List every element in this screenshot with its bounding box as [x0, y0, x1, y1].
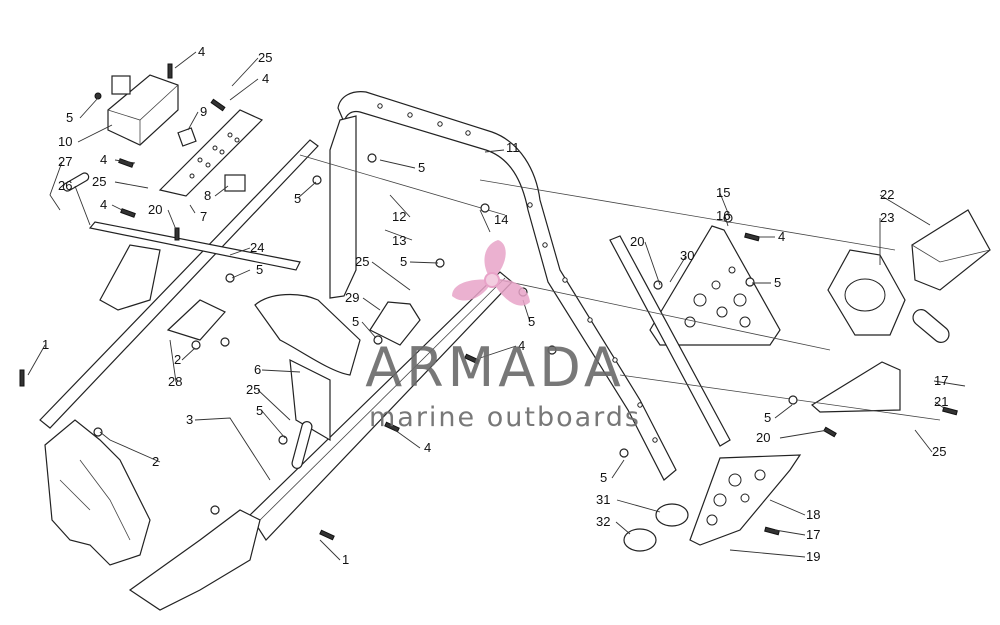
callout-label: 16 [716, 208, 730, 223]
lower-right-plate-holes [706, 469, 766, 526]
callout-label: 23 [880, 210, 894, 225]
strap-bar [609, 235, 731, 447]
callout-label: 4 [198, 44, 205, 59]
callout-label: 4 [518, 338, 525, 353]
callout-label: 4 [424, 440, 431, 455]
callout-label: 5 [256, 403, 263, 418]
callout-label: 5 [256, 262, 263, 277]
callout-label: 31 [596, 492, 610, 507]
callout-label: 5 [528, 314, 535, 329]
callout-label: 4 [778, 229, 785, 244]
bracket-29 [369, 301, 421, 346]
callout-label: 22 [880, 187, 894, 202]
callout-label: 28 [168, 374, 182, 389]
callout-label: 30 [680, 248, 694, 263]
callout-label: 21 [934, 394, 948, 409]
callout-labels: 4 25 4 5 9 10 27 4 25 26 8 4 7 20 24 5 5… [42, 44, 948, 567]
callout-label: 17 [934, 373, 948, 388]
watermark-tagline: marine outboards [369, 402, 641, 433]
callout-label: 4 [100, 197, 107, 212]
callout-label: 27 [58, 154, 72, 169]
callout-label: 2 [174, 352, 181, 367]
leader-lines [27, 51, 966, 561]
callout-label: 10 [58, 134, 72, 149]
module-22 [911, 209, 991, 291]
callout-label: 13 [392, 233, 406, 248]
parts-drawing [19, 63, 991, 611]
watermark-brand: ARMADA [365, 336, 625, 399]
callout-label: 26 [58, 178, 72, 193]
callout-label: 9 [200, 104, 207, 119]
callout-label: 25 [932, 444, 946, 459]
callout-label: 29 [345, 290, 359, 305]
callout-label: 20 [630, 234, 644, 249]
center-panel [254, 293, 361, 376]
callout-label: 5 [400, 254, 407, 269]
callout-label: 5 [600, 470, 607, 485]
frame-upper-bar [337, 91, 677, 481]
ecu-connector [111, 75, 131, 95]
mount-plate [158, 109, 264, 197]
callout-label: 18 [806, 507, 820, 522]
capsule-right [912, 309, 950, 343]
callout-label: 25 [355, 254, 369, 269]
callout-label: 6 [254, 362, 261, 377]
callout-label: 11 [506, 140, 520, 155]
frame-holes [377, 103, 658, 443]
right-side-bracket [810, 361, 901, 413]
center-side-plate [289, 358, 331, 442]
callout-label: 24 [250, 240, 264, 255]
bracket-28 [166, 299, 226, 341]
grommet-9 [177, 127, 197, 147]
ecu-box [107, 74, 179, 146]
lower-left-casting [44, 419, 151, 566]
callout-label: 3 [186, 412, 193, 427]
relay-8 [224, 174, 246, 192]
callout-label: 19 [806, 549, 820, 564]
callout-label: 5 [352, 314, 359, 329]
callout-label: 25 [92, 174, 106, 189]
callout-label: 4 [262, 71, 269, 86]
clamp-32 [623, 528, 657, 552]
armada-watermark: ARMADA marine outboards [365, 240, 641, 433]
left-bracket [99, 244, 161, 311]
steering-tube [88, 221, 301, 271]
callout-label: 7 [200, 209, 207, 224]
callout-label: 20 [756, 430, 770, 445]
right-upper-plate-holes [684, 266, 751, 328]
callout-label: 1 [42, 337, 49, 352]
propeller-logo-icon [452, 240, 530, 306]
callout-label: 20 [148, 202, 162, 217]
callout-label: 2 [152, 454, 159, 469]
callout-label: 4 [100, 152, 107, 167]
callout-label: 25 [258, 50, 272, 65]
callout-label: 15 [716, 185, 730, 200]
callout-label: 12 [392, 209, 406, 224]
callout-label: 5 [294, 191, 301, 206]
bushing-27 [62, 172, 90, 192]
frame-left-upright [329, 115, 357, 299]
callout-label: 1 [342, 552, 349, 567]
mount-plate-holes [189, 132, 240, 179]
strap-25-lower [291, 421, 313, 469]
callout-label: 5 [418, 160, 425, 175]
lower-mid-casting [128, 509, 261, 611]
callout-label: 8 [204, 188, 211, 203]
callout-label: 14 [494, 212, 508, 227]
callout-label: 32 [596, 514, 610, 529]
callout-label: 5 [66, 110, 73, 125]
callout-label: 5 [764, 410, 771, 425]
cross-shaft [39, 139, 319, 429]
callout-label: 17 [806, 527, 820, 542]
clamp-31 [655, 503, 689, 527]
callout-label: 5 [774, 275, 781, 290]
callout-label: 25 [246, 382, 260, 397]
